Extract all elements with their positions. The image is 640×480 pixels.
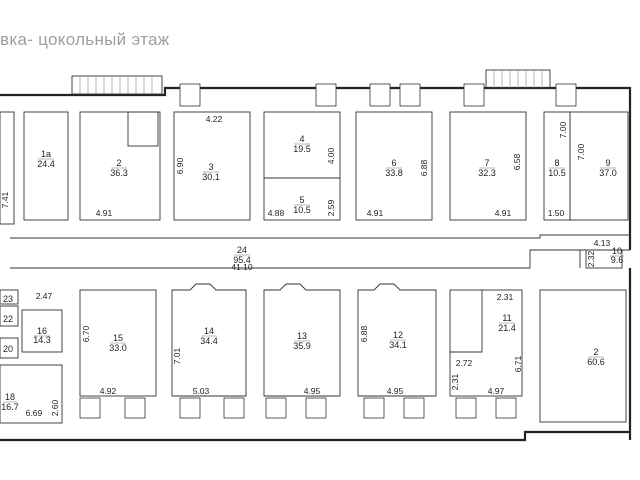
room-id: 18: [5, 392, 15, 402]
room-id: 8: [554, 158, 559, 168]
room-id: 9: [605, 158, 610, 168]
room-id: 13: [297, 331, 307, 341]
room-id: 1а: [41, 149, 51, 159]
plan-title: вка- цокольный этаж: [0, 30, 170, 49]
room-id: 2: [116, 158, 121, 168]
room-id: 7: [484, 158, 489, 168]
dimension: 4.91: [96, 208, 113, 218]
room-area: 35.9: [293, 341, 311, 351]
room-id: 4: [299, 134, 304, 144]
dimension: 7.00: [576, 143, 586, 160]
dimension: 4.97: [488, 386, 505, 396]
room-area: 10.5: [548, 168, 566, 178]
exterior-steps: [71, 69, 577, 419]
room-id: 2: [593, 347, 598, 357]
room-id: 14: [204, 326, 214, 336]
room-area: 14.3: [33, 335, 51, 345]
dimension-labels: 4.22 6.90 4.00 2.59 4.88 6.88 4.91 6.58 …: [0, 114, 611, 418]
room-id: 20: [3, 344, 13, 354]
outer-walls: [0, 86, 632, 442]
room-area: 9.6: [611, 255, 624, 265]
room-area: 21.4: [498, 323, 516, 333]
dimension: 2.59: [326, 199, 336, 216]
room-area: 19.5: [293, 144, 311, 154]
dimension: 4.92: [100, 386, 117, 396]
room-id: 24: [237, 245, 247, 255]
room-id: 11: [502, 313, 511, 323]
room-labels: 1а 24.4 2 36.3 3 30.1 4 19.5 5 10.5 6 33…: [1, 134, 624, 412]
dimension: 5.03: [193, 386, 210, 396]
room-area: 34.1: [389, 340, 407, 350]
room-area: 16.7: [1, 402, 19, 412]
dimension: 6.88: [359, 325, 369, 342]
dimension: 6.70: [81, 325, 91, 342]
dimension: 2.47: [36, 291, 53, 301]
room-id: 6: [391, 158, 396, 168]
room-area: 10.5: [293, 205, 311, 215]
room-id: 15: [113, 333, 123, 343]
room-area: 95.4: [233, 255, 251, 265]
room-id: 23: [3, 294, 13, 304]
dimension: 4.22: [206, 114, 223, 124]
dimension: 7.01: [172, 347, 182, 364]
dimension: 2.32: [586, 250, 596, 267]
dimension: 4.13: [594, 238, 611, 248]
room-id: 5: [299, 195, 304, 205]
rooms-bottom: [0, 283, 627, 424]
room-area: 34.4: [200, 336, 218, 346]
dimension: 4.95: [304, 386, 321, 396]
dimension: 41.10: [231, 262, 253, 272]
dimension: 1.50: [548, 208, 565, 218]
room-area: 24.4: [37, 159, 55, 169]
room-id: 3: [208, 162, 213, 172]
room-area: 36.3: [110, 168, 128, 178]
dimension: 2.60: [50, 399, 60, 416]
room-area: 32.3: [478, 168, 496, 178]
room-id: 16: [37, 326, 47, 336]
dimension: 4.88: [268, 208, 285, 218]
dimension: 4.00: [326, 147, 336, 164]
dimension: 4.95: [387, 386, 404, 396]
room-id: 22: [3, 314, 13, 324]
room-area: 33.0: [109, 343, 127, 353]
dimension: 6.69: [26, 408, 43, 418]
dimension: 2.31: [450, 373, 460, 390]
room-area: 60.6: [587, 357, 605, 367]
dimension: 7.00: [558, 121, 568, 138]
room-id: 12: [393, 330, 403, 340]
dimension: 4.91: [495, 208, 512, 218]
rooms-top: [0, 111, 629, 269]
dimension: 6.71: [513, 355, 523, 372]
dimension: 7.41: [0, 191, 10, 208]
room-area: 33.8: [385, 168, 403, 178]
dimension: 4.91: [367, 208, 384, 218]
dimension: 6.88: [419, 159, 429, 176]
room-id: 10: [612, 246, 622, 256]
dimension: 2.31: [497, 292, 514, 302]
room-area: 30.1: [202, 172, 220, 182]
dimension: 6.90: [175, 157, 185, 174]
dimension: 2.72: [456, 358, 473, 368]
room-area: 37.0: [599, 168, 617, 178]
dimension: 6.58: [512, 153, 522, 170]
